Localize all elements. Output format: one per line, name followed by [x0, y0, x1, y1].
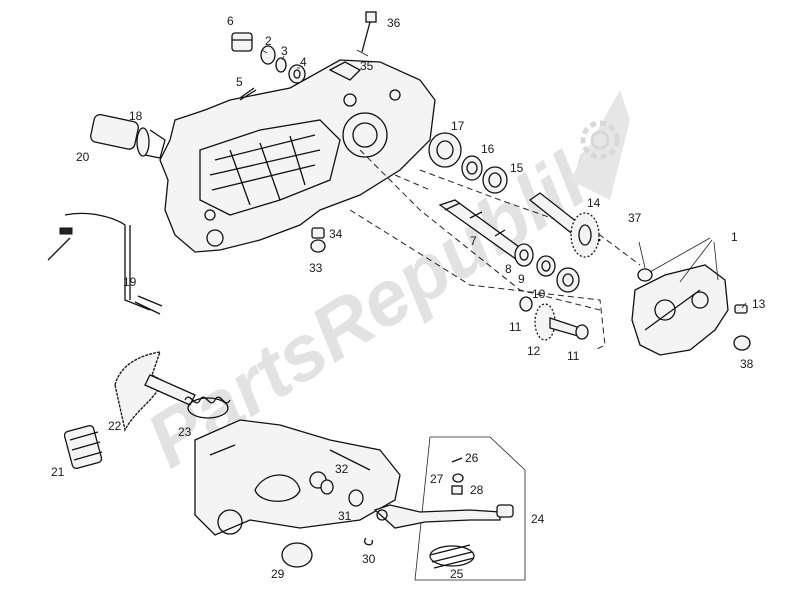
part-19-wire-harness [47, 212, 163, 315]
callout-12: 12 [527, 344, 541, 358]
part-26-clip [451, 457, 463, 463]
part-10-bearing [556, 267, 580, 293]
callout-5: 5 [236, 75, 243, 89]
callout-20: 20 [76, 150, 90, 164]
crankcase [159, 59, 436, 253]
part-22-kick-sector [114, 351, 196, 432]
callout-23: 23 [178, 425, 192, 439]
callout-19: 19 [123, 275, 137, 289]
callout-34: 34 [329, 227, 343, 241]
callout-26: 26 [465, 451, 479, 465]
callout-11b: 11 [567, 349, 580, 363]
callout-18: 18 [129, 109, 143, 123]
callout-38: 38 [740, 357, 754, 371]
callout-33: 33 [309, 261, 323, 275]
callout-17: 17 [451, 119, 465, 133]
part-4-bearing [288, 64, 306, 84]
callout-14: 14 [587, 196, 601, 210]
callout-4: 4 [300, 55, 307, 69]
part-1-cover [631, 264, 729, 356]
part-2-seal [260, 45, 276, 65]
leader-lines [261, 49, 747, 309]
part-5-clip [239, 87, 257, 101]
part-15-bearing [482, 166, 508, 194]
callout-27: 27 [430, 472, 444, 486]
callout-32: 32 [335, 462, 349, 476]
assembly-lines [349, 149, 641, 351]
callout-31: 31 [338, 509, 352, 523]
part-33-washer [310, 239, 326, 253]
callout-11a: 11 [509, 320, 522, 334]
part-12-gear [534, 303, 581, 341]
part-14-gear-shaft [528, 192, 602, 258]
part-25-spring [429, 544, 475, 569]
callout-15: 15 [510, 161, 524, 175]
part-30-clip [364, 537, 374, 546]
part-16-seal [461, 155, 483, 181]
part-34-screw [311, 227, 325, 239]
callout-16: 16 [481, 142, 495, 156]
callout-8: 8 [505, 262, 512, 276]
part-8-bearing [514, 243, 534, 267]
part-37-plug [637, 268, 653, 282]
part-31-washer [348, 489, 364, 507]
callout-9: 9 [518, 272, 525, 286]
callout-36: 36 [387, 16, 401, 30]
gear-icon [570, 90, 630, 200]
callout-1: 1 [731, 230, 738, 244]
callout-2: 2 [265, 34, 272, 48]
part-6-plug [231, 32, 253, 52]
callout-30: 30 [362, 552, 376, 566]
callout-28: 28 [470, 483, 484, 497]
callout-6: 6 [227, 14, 234, 28]
callout-3: 3 [281, 44, 288, 58]
callout-24: 24 [531, 512, 545, 526]
part-11-washer-b [575, 324, 589, 340]
part-23-spring [184, 396, 231, 419]
part-38-cap [733, 335, 751, 351]
callout-37: 37 [628, 211, 642, 225]
callout-25: 25 [450, 567, 464, 581]
part-11-washer-a [519, 296, 533, 312]
part-3-ring [275, 57, 287, 73]
transmission-cover [194, 419, 401, 536]
callout-22: 22 [108, 419, 122, 433]
callout-13: 13 [752, 297, 766, 311]
callout-29: 29 [271, 567, 285, 581]
part-21-starter-pinion [63, 425, 103, 469]
callout-21: 21 [51, 465, 65, 479]
part-29-cap [281, 542, 313, 568]
part-27-washer [452, 473, 464, 483]
callout-10: 10 [532, 287, 546, 301]
part-28-bolt [451, 485, 463, 495]
callout-35: 35 [360, 59, 374, 73]
part-13-bolt [734, 304, 748, 314]
part-20-starter-motor [90, 113, 166, 159]
callout-labels: 1 2 3 4 5 6 7 8 9 10 11 11 12 13 14 15 1… [51, 14, 766, 581]
part-32-seal [320, 479, 334, 495]
part-24-kick-lever-group [373, 436, 526, 581]
part-9-ring [536, 255, 556, 277]
callout-7: 7 [470, 234, 477, 248]
part-17-bearing [428, 132, 462, 168]
part-36-sensor [361, 11, 377, 53]
